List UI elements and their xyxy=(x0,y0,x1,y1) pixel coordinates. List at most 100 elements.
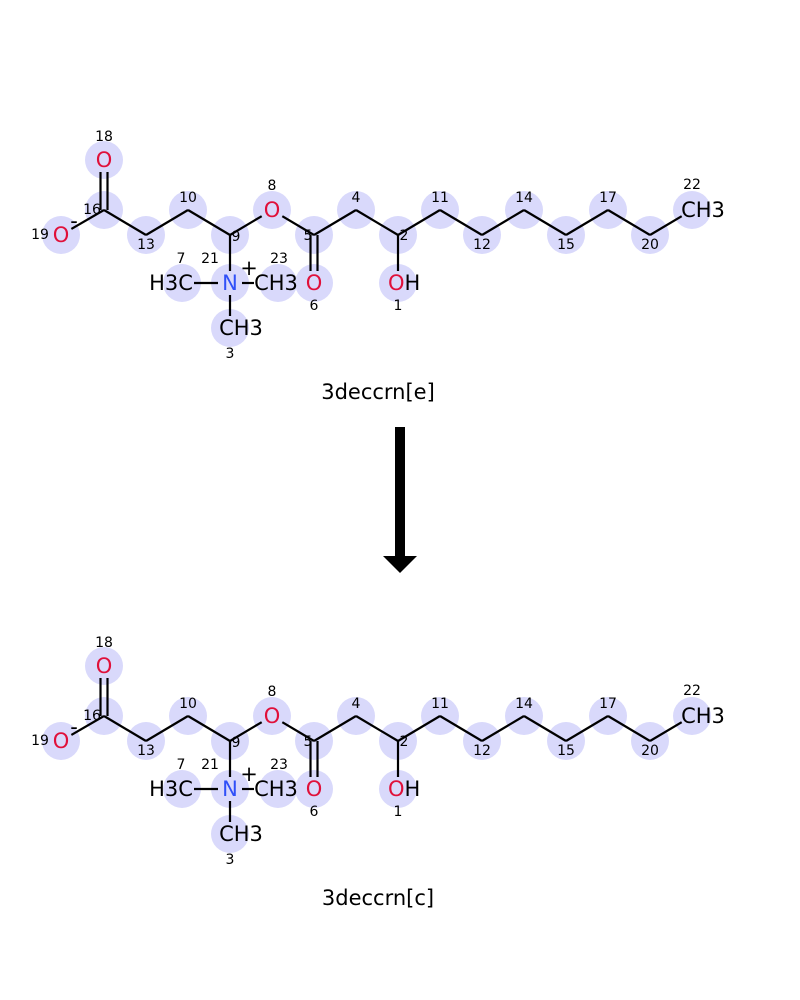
atom-index-23: 23 xyxy=(270,757,288,773)
bond-15-17 xyxy=(565,209,609,236)
bond-13-10 xyxy=(145,209,189,236)
atom-index-22: 22 xyxy=(683,177,701,193)
atom-index-8: 8 xyxy=(268,178,277,194)
bonds xyxy=(70,678,683,822)
bond-11-12 xyxy=(439,209,483,236)
bond-8-5 xyxy=(281,215,315,236)
atom-index-18: 18 xyxy=(95,129,113,145)
charge-plus-icon: + xyxy=(240,256,258,280)
atom-index-6: 6 xyxy=(310,804,319,820)
bond-20-22 xyxy=(649,721,683,742)
bond-12-14 xyxy=(481,715,525,742)
bond-14-15 xyxy=(523,715,567,742)
atom-index-18: 18 xyxy=(95,635,113,651)
atom-index-5: 5 xyxy=(304,228,313,244)
arrow-shaft xyxy=(395,427,405,557)
atom-index-14: 14 xyxy=(515,190,533,206)
atom-index-12: 12 xyxy=(473,743,491,759)
atom-index-16: 16 xyxy=(83,708,101,724)
bond-4-2 xyxy=(355,715,399,742)
atom-highlight-21 xyxy=(211,264,249,302)
bond-10-9 xyxy=(187,715,231,742)
atom-index-20: 20 xyxy=(641,743,659,759)
atom-22-symbol: CH3 xyxy=(681,704,725,728)
atom-23-symbol: CH3 xyxy=(254,777,298,801)
atom-3-symbol: CH3 xyxy=(219,822,263,846)
atom-index-10: 10 xyxy=(179,696,197,712)
molecule-name: 3deccrn[c] xyxy=(322,886,434,910)
atom-highlight-23 xyxy=(259,770,297,808)
bond-4-2 xyxy=(355,209,399,236)
bond-9-8 xyxy=(229,215,263,236)
atom-highlight-18 xyxy=(85,141,123,179)
atom-index-1: 1 xyxy=(394,804,403,820)
molecule-name: 3deccrn[e] xyxy=(321,380,435,404)
atom-index-17: 17 xyxy=(599,190,617,206)
atom-index-21: 21 xyxy=(201,757,219,773)
bond-16-13 xyxy=(103,209,147,236)
atom-index-2: 2 xyxy=(400,734,409,750)
atom-index-9: 9 xyxy=(232,229,241,245)
atom-index-2: 2 xyxy=(400,228,409,244)
arrow-head xyxy=(383,556,417,573)
atom-index-19: 19 xyxy=(31,227,49,243)
atom-21-symbol: N xyxy=(222,777,238,801)
atom-index-14: 14 xyxy=(515,696,533,712)
atom-index-4: 4 xyxy=(352,190,361,206)
bonds xyxy=(70,172,683,316)
atom-highlight-22 xyxy=(673,697,711,735)
atom-7-symbol: H3C xyxy=(149,271,193,295)
atom-index-11: 11 xyxy=(431,190,449,206)
atom-3-symbol: CH3 xyxy=(219,316,263,340)
atom-index-7: 7 xyxy=(177,251,186,267)
atom-highlight-8 xyxy=(253,191,291,229)
atom-index-21: 21 xyxy=(201,251,219,267)
atom-index-22: 22 xyxy=(683,683,701,699)
bond-2-11 xyxy=(397,715,441,742)
atom-7-symbol: H3C xyxy=(149,777,193,801)
bond-13-10 xyxy=(145,715,189,742)
atom-index-1: 1 xyxy=(394,298,403,314)
atom-highlight-6 xyxy=(295,264,333,302)
bond-17-20 xyxy=(607,209,651,236)
atom-index-7: 7 xyxy=(177,757,186,773)
bond-16-13 xyxy=(103,715,147,742)
atom-index-9: 9 xyxy=(232,735,241,751)
bond-19-16 xyxy=(70,209,105,230)
atom-highlight-18 xyxy=(85,647,123,685)
atom-index-15: 15 xyxy=(557,743,575,759)
atom-index-12: 12 xyxy=(473,237,491,253)
atom-index-4: 4 xyxy=(352,696,361,712)
bond-11-12 xyxy=(439,715,483,742)
atom-23-symbol: CH3 xyxy=(254,271,298,295)
bond-2-11 xyxy=(397,209,441,236)
atom-highlight-19 xyxy=(42,722,80,760)
atom-index-23: 23 xyxy=(270,251,288,267)
atom-index-6: 6 xyxy=(310,298,319,314)
bond-14-15 xyxy=(523,209,567,236)
atom-highlight-1 xyxy=(379,264,417,302)
atom-highlight-1 xyxy=(379,770,417,808)
atom-1-symbol: OH xyxy=(388,271,420,295)
atom-index-10: 10 xyxy=(179,190,197,206)
bond-9-8 xyxy=(229,721,263,742)
atom-21-symbol: N xyxy=(222,271,238,295)
bond-20-22 xyxy=(649,215,683,236)
atom-index-15: 15 xyxy=(557,237,575,253)
atom-highlight-23 xyxy=(259,264,297,302)
atom-6-symbol: O xyxy=(306,271,323,295)
atom-index-20: 20 xyxy=(641,237,659,253)
atom-index-17: 17 xyxy=(599,696,617,712)
bond-17-20 xyxy=(607,715,651,742)
atom-8-symbol: O xyxy=(264,704,281,728)
atom-6-symbol: O xyxy=(306,777,323,801)
bond-19-16 xyxy=(70,715,105,736)
bond-8-5 xyxy=(281,721,315,742)
atom-highlight-21 xyxy=(211,770,249,808)
atom-index-16: 16 xyxy=(83,202,101,218)
atom-index-13: 13 xyxy=(137,743,155,759)
atom-index-3: 3 xyxy=(226,346,235,362)
